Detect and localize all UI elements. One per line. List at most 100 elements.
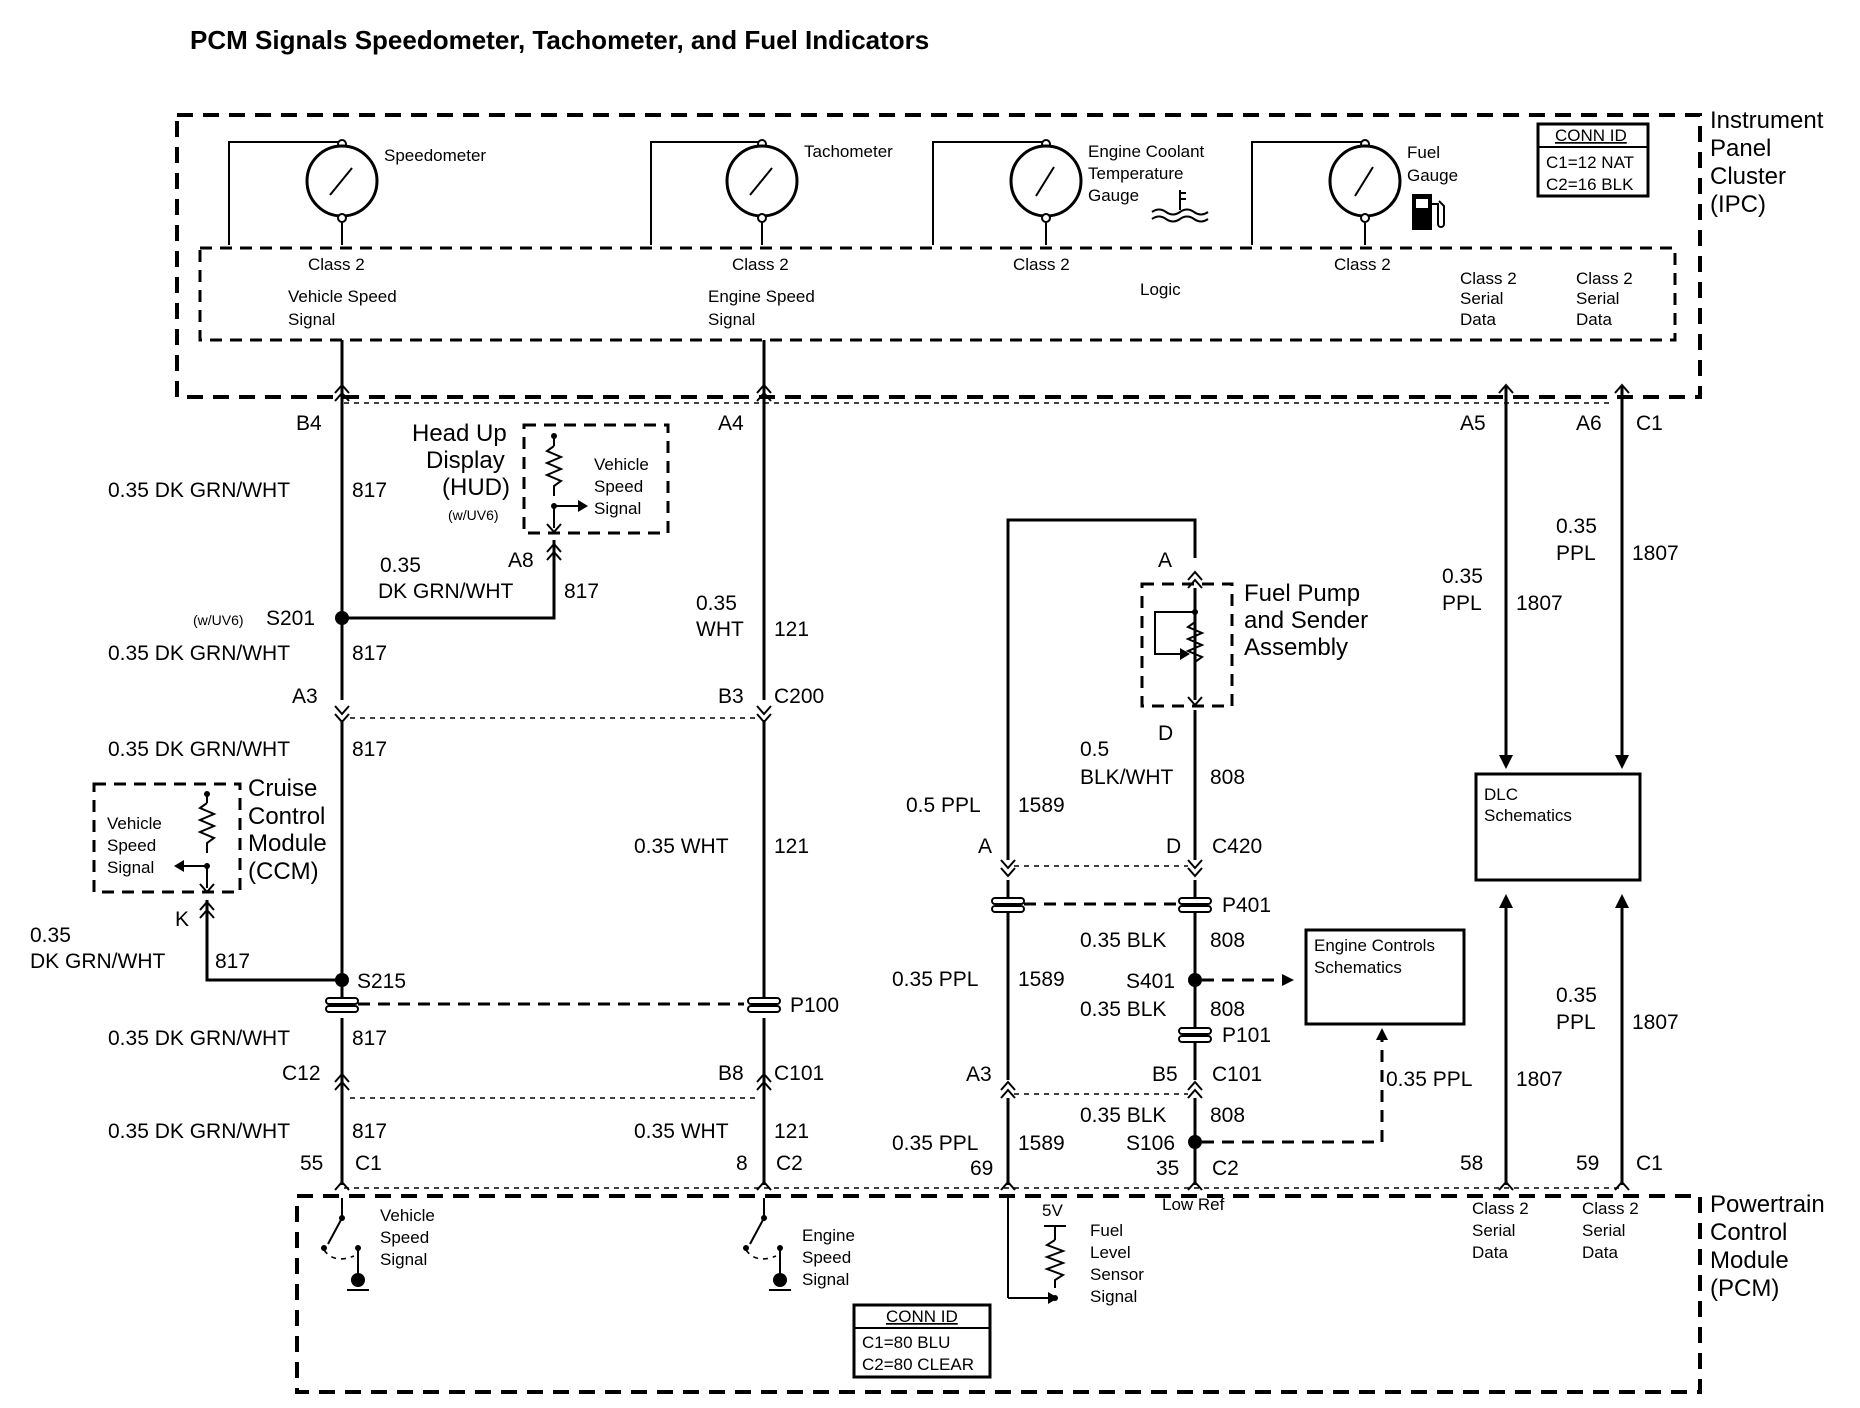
svg-text:(PCM): (PCM) bbox=[1710, 1275, 1779, 1302]
svg-text:DLC: DLC bbox=[1484, 785, 1518, 804]
pcm-serial-data-58: Class 2 Serial Data bbox=[1472, 1199, 1529, 1262]
ipc-class2-3: Class 2 bbox=[1013, 255, 1070, 274]
svg-text:Class 2: Class 2 bbox=[1576, 269, 1633, 288]
svg-text:Data: Data bbox=[1460, 310, 1496, 329]
svg-text:Signal: Signal bbox=[802, 1270, 849, 1289]
connector-c101-left: C101 bbox=[774, 1062, 824, 1085]
wire-817 bbox=[334, 340, 350, 1191]
tachometer-label: Tachometer bbox=[804, 142, 893, 161]
svg-text:DK GRN/WHT: DK GRN/WHT bbox=[30, 950, 165, 973]
wire-1807-a6-gauge: 0.35 bbox=[1556, 515, 1597, 538]
fuel-pump-pin-a: A bbox=[1158, 549, 1172, 572]
svg-text:Signal: Signal bbox=[708, 310, 755, 329]
wire-817-circuit-2: 817 bbox=[352, 642, 387, 665]
s106-arrow-icon bbox=[1376, 1028, 1388, 1040]
pcm-pin-59: 59 bbox=[1576, 1152, 1599, 1175]
svg-text:Gauge: Gauge bbox=[1088, 186, 1139, 205]
ipc-class2-2: Class 2 bbox=[732, 255, 789, 274]
svg-text:Class 2: Class 2 bbox=[1472, 1199, 1529, 1218]
s401-arrow-icon bbox=[1282, 974, 1294, 986]
pcm-pin-58: 58 bbox=[1460, 1152, 1483, 1175]
svg-text:Class 2: Class 2 bbox=[1582, 1199, 1639, 1218]
ipc-serial-data-a6: Class 2 Serial Data bbox=[1576, 269, 1633, 329]
svg-text:Speed: Speed bbox=[594, 477, 643, 496]
svg-text:Module: Module bbox=[248, 830, 327, 857]
svg-text:Gauge: Gauge bbox=[1407, 166, 1458, 185]
svg-text:C1=80 BLU: C1=80 BLU bbox=[862, 1333, 950, 1352]
svg-text:Signal: Signal bbox=[1090, 1287, 1137, 1306]
ipc-engine-speed-signal: Engine Speed Signal bbox=[708, 287, 815, 329]
wire-1807-pcm-59-circuit: 1807 bbox=[1632, 1011, 1679, 1034]
wire-1807-a5 bbox=[1498, 383, 1514, 769]
svg-text:Serial: Serial bbox=[1472, 1221, 1515, 1240]
svg-text:Instrument: Instrument bbox=[1710, 107, 1824, 134]
fuel-pump-icon bbox=[1412, 194, 1445, 230]
wire-808-label-4: 0.35 BLK bbox=[1080, 1104, 1166, 1127]
svg-text:Assembly: Assembly bbox=[1244, 634, 1348, 661]
wire-121-color: WHT bbox=[696, 618, 744, 641]
s106-to-engine-controls bbox=[1202, 1036, 1384, 1144]
svg-text:(CCM): (CCM) bbox=[248, 858, 319, 885]
wire-808-gauge: 0.5 bbox=[1080, 738, 1109, 761]
fuel-pump-pin-d: D bbox=[1158, 722, 1173, 745]
svg-text:C2=16 BLK: C2=16 BLK bbox=[1546, 175, 1634, 194]
wire-1589-circuit-3: 1589 bbox=[1018, 1132, 1065, 1155]
speedometer-gauge: Speedometer bbox=[228, 139, 486, 245]
connector-b5: B5 bbox=[1152, 1063, 1178, 1086]
svg-text:817: 817 bbox=[215, 950, 250, 973]
wire-121-circuit-3: 121 bbox=[774, 1120, 809, 1143]
svg-text:Vehicle: Vehicle bbox=[380, 1206, 435, 1225]
splice-s401-label: S401 bbox=[1126, 970, 1175, 993]
svg-text:Schematics: Schematics bbox=[1484, 806, 1572, 825]
svg-text:Class 2: Class 2 bbox=[1460, 269, 1517, 288]
wire-1589-circuit-2: 1589 bbox=[1018, 968, 1065, 991]
svg-text:5V: 5V bbox=[1042, 1201, 1063, 1220]
pcm-c1-right: C1 bbox=[1636, 1152, 1663, 1175]
svg-text:817: 817 bbox=[564, 580, 599, 603]
svg-text:Panel: Panel bbox=[1710, 135, 1771, 162]
engine-controls-schematics-box[interactable]: Engine Controls Schematics bbox=[1304, 928, 1466, 1026]
splice-s201 bbox=[335, 611, 349, 625]
svg-text:(w/UV6): (w/UV6) bbox=[448, 507, 499, 523]
wire-808-label-3: 0.35 BLK bbox=[1080, 998, 1166, 1021]
wire-817-label-4: 0.35 DK GRN/WHT bbox=[108, 1027, 290, 1050]
wire-1807-a5-circuit: 1807 bbox=[1516, 592, 1563, 615]
wire-817-label-3: 0.35 DK GRN/WHT bbox=[108, 738, 290, 761]
ipc-logic-boundary bbox=[198, 246, 1677, 342]
wire-808-label-2: 0.35 BLK bbox=[1080, 929, 1166, 952]
wire-1807-pcm-59 bbox=[1614, 894, 1630, 1191]
connector-a4: A4 bbox=[718, 412, 744, 435]
wire-1807-pcm-58-circuit: 1807 bbox=[1516, 1068, 1563, 1091]
dlc-schematics-box[interactable]: DLC Schematics bbox=[1474, 772, 1642, 882]
wire-817-label-1: 0.35 DK GRN/WHT bbox=[108, 479, 290, 502]
ground-p101-label: P101 bbox=[1222, 1024, 1271, 1047]
wire-121 bbox=[756, 340, 772, 1191]
ipc-logic-label: Logic bbox=[1140, 280, 1181, 299]
ground-p101 bbox=[1178, 1027, 1212, 1043]
ground-p401-label: P401 bbox=[1222, 894, 1271, 917]
svg-text:Fuel: Fuel bbox=[1407, 143, 1440, 162]
wire-121-circuit-1: 121 bbox=[774, 618, 809, 641]
wire-808-circuit-3: 808 bbox=[1210, 998, 1245, 1021]
wire-817-circuit-3: 817 bbox=[352, 738, 387, 761]
wire-817-label-2: 0.35 DK GRN/WHT bbox=[108, 642, 290, 665]
svg-text:and Sender: and Sender bbox=[1244, 607, 1368, 634]
splice-s106-label: S106 bbox=[1126, 1132, 1175, 1155]
svg-text:Speed: Speed bbox=[802, 1248, 851, 1267]
svg-text:Vehicle: Vehicle bbox=[594, 455, 649, 474]
pcm-engine-speed-switch: Engine Speed Signal bbox=[743, 1198, 855, 1291]
ccm-pin: K bbox=[175, 908, 189, 931]
connector-c420: C420 bbox=[1212, 835, 1262, 858]
ground-p100-tach bbox=[747, 997, 781, 1013]
svg-text:Signal: Signal bbox=[107, 858, 154, 877]
svg-text:DK GRN/WHT: DK GRN/WHT bbox=[378, 580, 513, 603]
svg-text:0.35: 0.35 bbox=[380, 554, 421, 577]
ground-p100-label: P100 bbox=[790, 994, 839, 1017]
wire-808-color: BLK/WHT bbox=[1080, 766, 1174, 789]
ground-p100-vss bbox=[325, 997, 359, 1013]
ipc-class2-4: Class 2 bbox=[1334, 255, 1391, 274]
pcm-conn-id: CONN ID C1=80 BLU C2=80 CLEAR bbox=[852, 1303, 992, 1379]
wire-1589 bbox=[1000, 518, 1197, 1191]
wire-1807-pcm-58-label: 0.35 PPL bbox=[1386, 1068, 1472, 1091]
